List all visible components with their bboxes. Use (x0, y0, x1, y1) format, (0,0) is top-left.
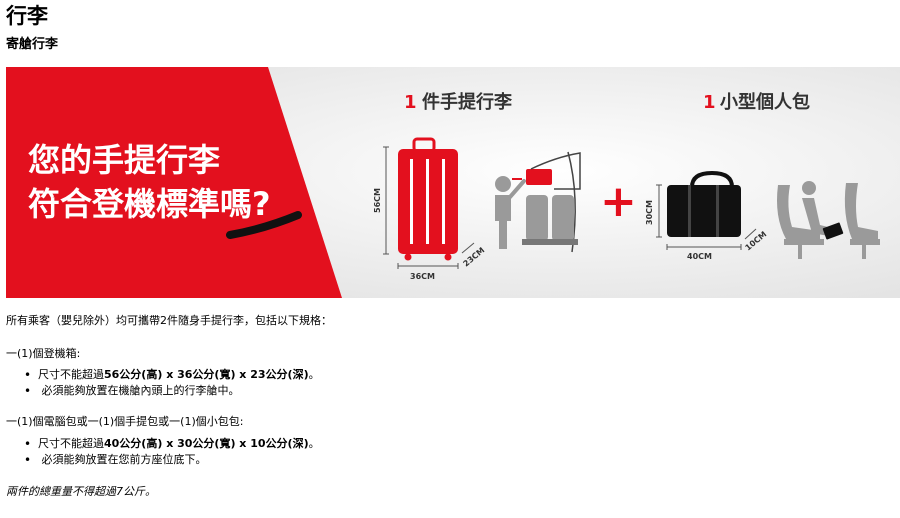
overhead-bin-person-icon (495, 151, 581, 253)
bag-width-label: 40CM (687, 252, 712, 261)
suitcase-height-label: 56CM (373, 188, 382, 213)
headline-swoosh (226, 211, 302, 239)
intro-text: 所有乘客（嬰兒除外）均可攜帶2件隨身手提行李，包括以下規格： (6, 314, 332, 327)
list-item: 必須能夠放置在機艙內頭上的行李艙中。 (6, 383, 320, 399)
personal-item-heading: 一(1)個電腦包或一(1)個手提包或一(1)個小包包: (6, 415, 244, 428)
cabin-bag-heading: 一(1)個登機箱: (6, 347, 81, 360)
bag-dimension-lines (656, 184, 757, 250)
weight-limit-note: 兩件的總重量不得超過7公斤。 (6, 485, 156, 498)
suitcase-width-label: 36CM (410, 272, 435, 281)
list-item: 尺寸不能超過40公分(高) x 30公分(寬) x 10公分(深)。 (6, 436, 320, 452)
list-item: 尺寸不能超過56公分(高) x 36公分(寬) x 23公分(深)。 (6, 367, 320, 383)
bag-height-label: 30CM (645, 200, 654, 225)
item2-count: 1 (703, 92, 716, 113)
list-item: 必須能夠放置在您前方座位底下。 (6, 452, 320, 468)
item1-label: 件手提行李 (422, 91, 513, 113)
page-title: 行李 (6, 4, 48, 28)
headline-line2: 符合登機標準嗎? (28, 185, 271, 223)
under-seat-passenger-icon (777, 181, 880, 259)
headline-line1: 您的手提行李 (28, 141, 220, 179)
plus-icon: + (600, 176, 637, 227)
item2-label: 小型個人包 (720, 91, 810, 113)
baggage-banner: 您的手提行李 符合登機標準嗎? 1 件手提行李 1 小型個人包 56CM (6, 67, 900, 298)
suitcase-icon (398, 137, 458, 261)
suitcase-dimension-lines (383, 146, 475, 269)
banner-red-panel (6, 67, 342, 298)
section-subtitle: 寄艙行李 (6, 37, 59, 52)
personal-bag-icon (667, 170, 741, 237)
personal-item-rules: 尺寸不能超過40公分(高) x 30公分(寬) x 10公分(深)。 必須能夠放… (6, 436, 320, 468)
cabin-bag-rules: 尺寸不能超過56公分(高) x 36公分(寬) x 23公分(深)。 必須能夠放… (6, 367, 320, 399)
item1-count: 1 (404, 92, 417, 113)
